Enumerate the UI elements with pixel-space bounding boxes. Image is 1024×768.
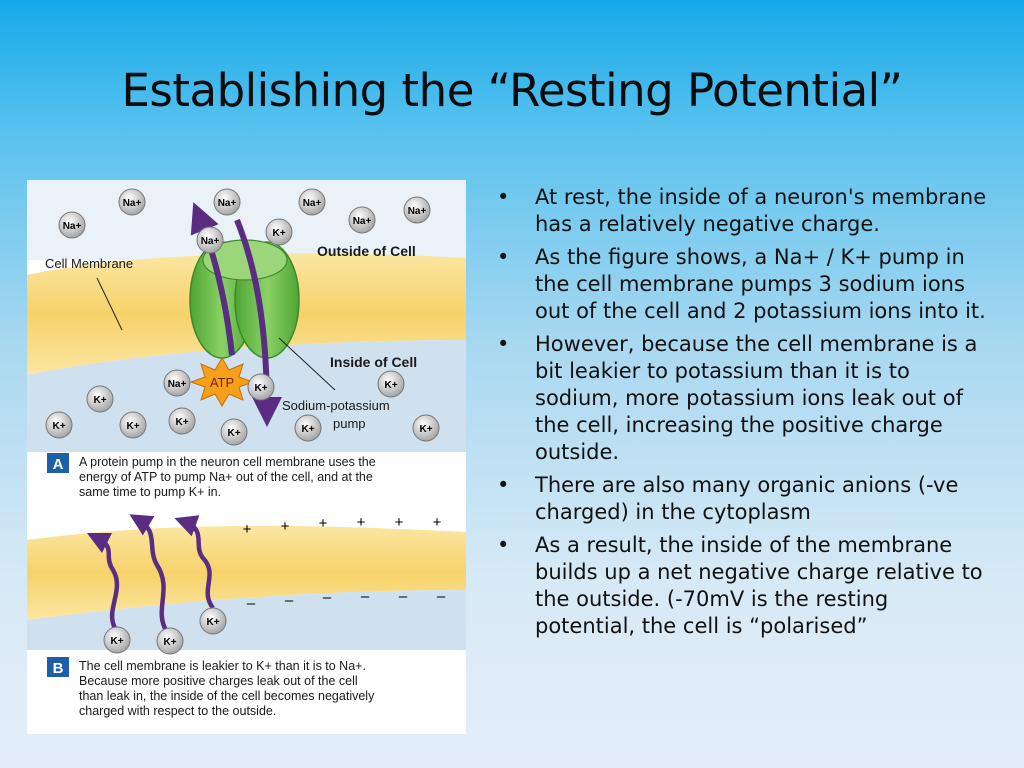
bullet-text: At rest, the inside of a neuron's membra…	[535, 185, 987, 236]
na-ion: Na+	[163, 369, 191, 397]
plus-sign: +	[243, 521, 252, 538]
k-ion: K+	[294, 414, 322, 442]
k-ion: K+	[168, 407, 196, 435]
bullet-list: • At rest, the inside of a neuron's membr…	[493, 184, 993, 646]
bullet-text: As the figure shows, a Na+ / K+ pump in …	[535, 245, 986, 323]
panel-a-caption-line-3: same time to pump K+ in.	[79, 485, 221, 499]
svg-text:Na+: Na+	[218, 198, 237, 209]
na-ion: Na+	[118, 188, 146, 216]
potassium-leak-arrow	[174, 515, 215, 610]
k-ion: K+	[247, 373, 275, 401]
bullet-marker: •	[497, 185, 510, 209]
k-ion: K+	[412, 414, 440, 442]
slide-title: Establishing the “Resting Potential”	[121, 64, 903, 117]
panel-b-caption-line-2: Because more positive charges leak out o…	[79, 674, 358, 688]
sodium-potassium-label: Sodium-potassium	[282, 398, 390, 413]
svg-text:Na+: Na+	[168, 379, 187, 390]
plus-sign: +	[433, 514, 442, 531]
panel-a-caption-line-2: energy of ATP to pump Na+ out of the cel…	[79, 470, 373, 484]
k-ion: K+	[103, 626, 131, 654]
bullet-item: • As the figure shows, a Na+ / K+ pump in…	[493, 244, 993, 325]
k-ion: K+	[265, 218, 293, 246]
inside-of-cell-b	[27, 590, 466, 650]
plus-sign: +	[319, 515, 328, 532]
k-ion: K+	[45, 411, 73, 439]
plus-sign: +	[357, 514, 366, 531]
cell-membrane-b	[27, 525, 466, 620]
bullet-text: There are also many organic anions (-ve …	[535, 473, 959, 524]
svg-text:K+: K+	[110, 636, 123, 647]
sodium-potassium-pump	[189, 239, 300, 359]
bullet-item: • At rest, the inside of a neuron's membr…	[493, 184, 993, 238]
membrane-pointer-line	[96, 277, 123, 331]
svg-text:K+: K+	[175, 417, 188, 428]
atp-burst: ATP	[189, 357, 255, 407]
bullet-item: • As a result, the inside of the membrane…	[493, 532, 993, 640]
cell-membrane-label: Cell Membrane	[45, 256, 133, 271]
bullet-marker: •	[497, 332, 510, 356]
svg-text:K+: K+	[126, 421, 139, 432]
svg-text:K+: K+	[254, 383, 267, 394]
minus-sign: –	[399, 588, 408, 605]
bullet-text: As a result, the inside of the membrane …	[535, 533, 983, 638]
minus-sign: –	[361, 588, 370, 605]
atp-label: ATP	[210, 375, 234, 390]
potassium-leak-arrow	[86, 532, 120, 630]
k-ion: K+	[220, 418, 248, 446]
panel-b-letter-box	[47, 657, 69, 677]
svg-text:K+: K+	[227, 428, 240, 439]
na-ion: Na+	[196, 226, 224, 254]
plus-sign: +	[281, 518, 290, 535]
k-ion: K+	[156, 627, 184, 655]
svg-text:K+: K+	[206, 617, 219, 628]
panel-a-letter-box	[47, 453, 69, 473]
na-ion: Na+	[403, 196, 431, 224]
k-ion: K+	[119, 411, 147, 439]
panel-b-letter: B	[53, 660, 64, 677]
na-ion: Na+	[298, 188, 326, 216]
pump-label: pump	[333, 416, 366, 431]
svg-text:Na+: Na+	[353, 216, 372, 227]
panel-a-caption-line-1: A protein pump in the neuron cell membra…	[79, 455, 376, 469]
k-ion: K+	[199, 607, 227, 635]
svg-text:Na+: Na+	[123, 198, 142, 209]
svg-text:K+: K+	[272, 228, 285, 239]
svg-text:Na+: Na+	[408, 206, 427, 217]
sodium-potassium-pump-figure: Outside of Cell Cell Membrane Inside of …	[27, 180, 466, 734]
plus-sign: +	[395, 514, 404, 531]
svg-text:K+: K+	[93, 395, 106, 406]
svg-text:Na+: Na+	[63, 221, 82, 232]
minus-sign: –	[437, 588, 446, 605]
bullet-marker: •	[497, 473, 510, 497]
svg-text:Na+: Na+	[303, 198, 322, 209]
svg-text:K+: K+	[419, 424, 432, 435]
svg-text:K+: K+	[163, 637, 176, 648]
svg-text:K+: K+	[301, 424, 314, 435]
na-ion: Na+	[213, 188, 241, 216]
outside-of-cell-label: Outside of Cell	[317, 243, 416, 259]
minus-sign: –	[247, 595, 256, 612]
panel-b-caption-line-3: than leak in, the inside of the cell bec…	[79, 689, 375, 703]
minus-sign: –	[323, 589, 332, 606]
minus-sign: –	[285, 592, 294, 609]
k-ion: K+	[86, 385, 114, 413]
na-ion: Na+	[348, 206, 376, 234]
svg-text:K+: K+	[52, 421, 65, 432]
k-ion: K+	[377, 370, 405, 398]
potassium-leak-arrow	[129, 514, 169, 634]
bullet-item: • There are also many organic anions (-ve…	[493, 472, 993, 526]
bullet-marker: •	[497, 533, 510, 557]
panel-a-letter: A	[53, 456, 64, 473]
svg-text:Na+: Na+	[201, 236, 220, 247]
panel-b-caption-line-1: The cell membrane is leakier to K+ than …	[79, 659, 366, 673]
bullet-item: • However, because the cell membrane is a…	[493, 331, 993, 466]
pump-pointer-line	[278, 337, 336, 391]
na-ion: Na+	[58, 211, 86, 239]
bullet-marker: •	[497, 245, 510, 269]
svg-text:K+: K+	[384, 380, 397, 391]
panel-b-caption-line-4: charged with respect to the outside.	[79, 704, 276, 718]
bullet-text: However, because the cell membrane is a …	[535, 332, 978, 464]
inside-of-cell-label: Inside of Cell	[330, 354, 417, 370]
